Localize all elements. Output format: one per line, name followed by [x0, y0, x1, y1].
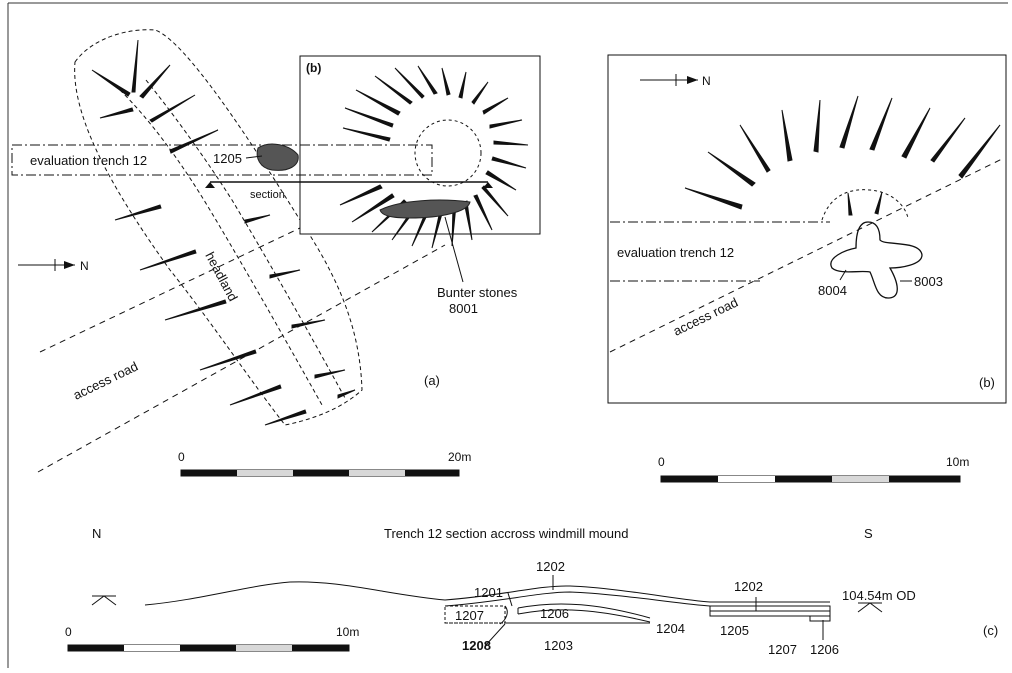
panel-b-box	[607, 54, 1007, 404]
context-1204-label: 1204	[656, 621, 685, 636]
access-road-edge-2	[37, 244, 446, 473]
panel-c-letter: (c)	[983, 623, 998, 638]
trench-label-b: evaluation trench 12	[617, 245, 734, 260]
north-label-a: N	[80, 259, 89, 273]
bunter-stones-leader	[444, 216, 464, 283]
layer-1206-top	[517, 603, 651, 619]
section-c: Trench 12 section accross windmill mound…	[65, 526, 998, 657]
north-label-b: N	[702, 74, 711, 88]
context-1205-stones	[256, 143, 299, 171]
panel-a-letter: (a)	[424, 373, 440, 388]
section-label: section	[250, 189, 285, 201]
feature-8004-leader	[839, 269, 847, 281]
section-marker-right	[483, 182, 493, 188]
datum-marker-right	[857, 602, 883, 613]
ground-profile	[144, 581, 830, 606]
scale-b-start: 0	[658, 455, 665, 469]
leader-1201	[507, 592, 513, 607]
layer-1201-base	[444, 591, 830, 607]
panel-b-mound-arc	[821, 189, 909, 221]
bunter-stones-label-2: 8001	[449, 301, 478, 316]
panel-b-arc-hachure-1	[847, 192, 853, 216]
context-1205-band	[709, 610, 831, 617]
context-1202-right-label: 1202	[734, 579, 763, 594]
headland-hachures	[91, 39, 356, 426]
datum-marker-left	[91, 595, 117, 606]
bunter-stones-cluster	[379, 199, 471, 219]
section-title: Trench 12 section accross windmill mound	[384, 526, 628, 541]
context-1201-label: 1201	[474, 585, 503, 600]
context-1205-label-c: 1205	[720, 623, 749, 638]
feature-8003-label: 8003	[914, 274, 943, 289]
context-1207-left-label: 1207	[455, 608, 484, 623]
section-right-end: S	[864, 526, 873, 541]
bunter-stones-label-1: Bunter stones	[437, 285, 518, 300]
context-1206-mid-label: 1206	[540, 606, 569, 621]
north-arrow-b	[640, 74, 698, 86]
panel-b: N evaluation trench 12 access road	[607, 54, 1007, 483]
panel-b-hachures	[684, 95, 1001, 210]
feature-8004-label: 8004	[818, 283, 847, 298]
scale-bar-c	[67, 644, 350, 652]
context-1208-cut	[499, 605, 508, 625]
scale-bar-a	[180, 469, 460, 477]
section-marker-left	[205, 182, 215, 188]
scale-a-end: 20m	[448, 450, 471, 464]
headland-outer-boundary	[74, 29, 363, 426]
scale-c-start: 0	[65, 625, 72, 639]
scale-a-start: 0	[178, 450, 185, 464]
context-1206-right-label: 1206	[810, 642, 839, 657]
datum-label: 104.54m OD	[842, 588, 916, 603]
layer-1206-base	[517, 609, 651, 623]
context-1208-label: 1208	[462, 638, 491, 653]
inset-b-label: (b)	[306, 61, 321, 75]
access-road-label-a: access road	[71, 358, 141, 402]
context-1207-right-label: 1207	[768, 642, 797, 657]
access-road-edge-1	[39, 227, 301, 353]
scale-c-end: 10m	[336, 625, 359, 639]
cross-feature-8003-8004	[830, 221, 923, 299]
section-left-end: N	[92, 526, 101, 541]
context-1203-label: 1203	[544, 638, 573, 653]
trench-label-a: evaluation trench 12	[30, 153, 147, 168]
headland-label: headland	[202, 249, 240, 303]
context-1205-leader	[245, 155, 263, 159]
evaluation-trench-outline	[11, 144, 433, 176]
context-1206-right-band	[809, 615, 831, 622]
mound-inner-circle	[414, 119, 482, 187]
headland-inner-line-1	[119, 89, 323, 406]
context-1202-top-label: 1202	[536, 559, 565, 574]
context-1205-label: 1205	[213, 151, 242, 166]
panel-b-access-road-edge	[609, 157, 1005, 353]
panel-b-arc-hachure-2	[874, 191, 883, 215]
panel-a: (b)	[11, 29, 541, 477]
scale-b-end: 10m	[946, 455, 969, 469]
scale-bar-b	[660, 475, 961, 483]
north-arrow-a	[18, 259, 75, 271]
panel-b-letter: (b)	[979, 375, 995, 390]
headland-inner-line-2	[145, 79, 346, 399]
leader-1208	[484, 623, 506, 647]
context-1202-right-band	[709, 605, 831, 612]
